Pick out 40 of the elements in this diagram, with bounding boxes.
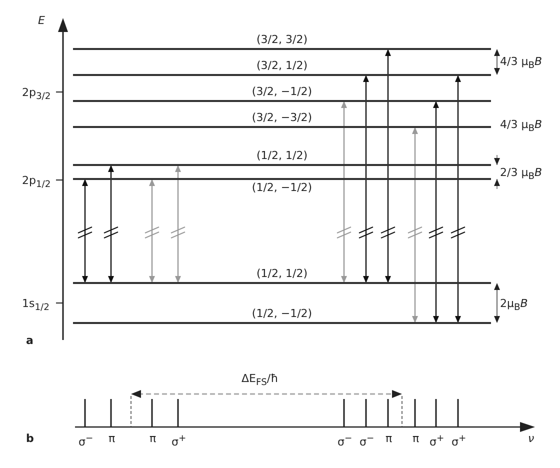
panel-label: a [26, 334, 34, 347]
term-label: 2p$_{1/2}$ [22, 174, 51, 192]
transition-arrow [149, 179, 155, 283]
polarization-label: π [412, 432, 420, 445]
polarization-label: σ$^{+}$ [430, 432, 444, 449]
transition-arrow [82, 179, 88, 283]
splitting-label: 4/3 μ$_{B}$B [500, 55, 542, 72]
level-label: (3/2, −1/2) [252, 85, 312, 100]
level-label: (3/2, 1/2) [256, 59, 308, 74]
polarization-label: σ$^{+}$ [452, 432, 466, 449]
transition-arrow [175, 165, 181, 283]
axis-label: ν [528, 432, 534, 445]
transition-arrow [341, 101, 347, 283]
transition-arrow [433, 101, 439, 323]
polarization-label: π [108, 432, 116, 445]
term-label: 1s$_{1/2}$ [22, 297, 50, 314]
level-label: (1/2, −1/2) [252, 307, 312, 322]
splitting-label: 2/3 μ$_{B}$B [500, 166, 542, 184]
polarization-label: π [150, 432, 156, 445]
level-label: (1/2, −1/2) [252, 181, 312, 196]
transition-arrow [385, 49, 391, 283]
transition-arrow [363, 75, 369, 283]
term-label: 2p$_{3/2}$ [22, 86, 51, 104]
splitting-label: 2μ$_{B}$B [500, 297, 528, 314]
splitting-label: 4/3 μ$_{B}$B [500, 118, 542, 136]
polarization-label: σ$^{−}$ [360, 432, 374, 449]
transition-arrow [455, 75, 461, 323]
axis-label: E [38, 14, 45, 27]
level-label: (3/2, −3/2) [252, 111, 312, 126]
level-label: (1/2, 1/2) [256, 149, 308, 164]
transition-arrow [412, 127, 418, 323]
polarization-label: π [386, 432, 392, 445]
polarization-label: σ$^{−}$ [78, 432, 94, 449]
polarization-label: σ$^{−}$ [338, 432, 352, 449]
transition-arrow [108, 165, 114, 283]
panel-label: b [26, 432, 34, 445]
level-label: (3/2, 3/2) [256, 33, 308, 48]
splitting-label: ΔE$_{FS}$/ħ [242, 372, 278, 390]
level-label: (1/2, 1/2) [256, 267, 308, 282]
polarization-label: σ$^{+}$ [172, 432, 186, 449]
